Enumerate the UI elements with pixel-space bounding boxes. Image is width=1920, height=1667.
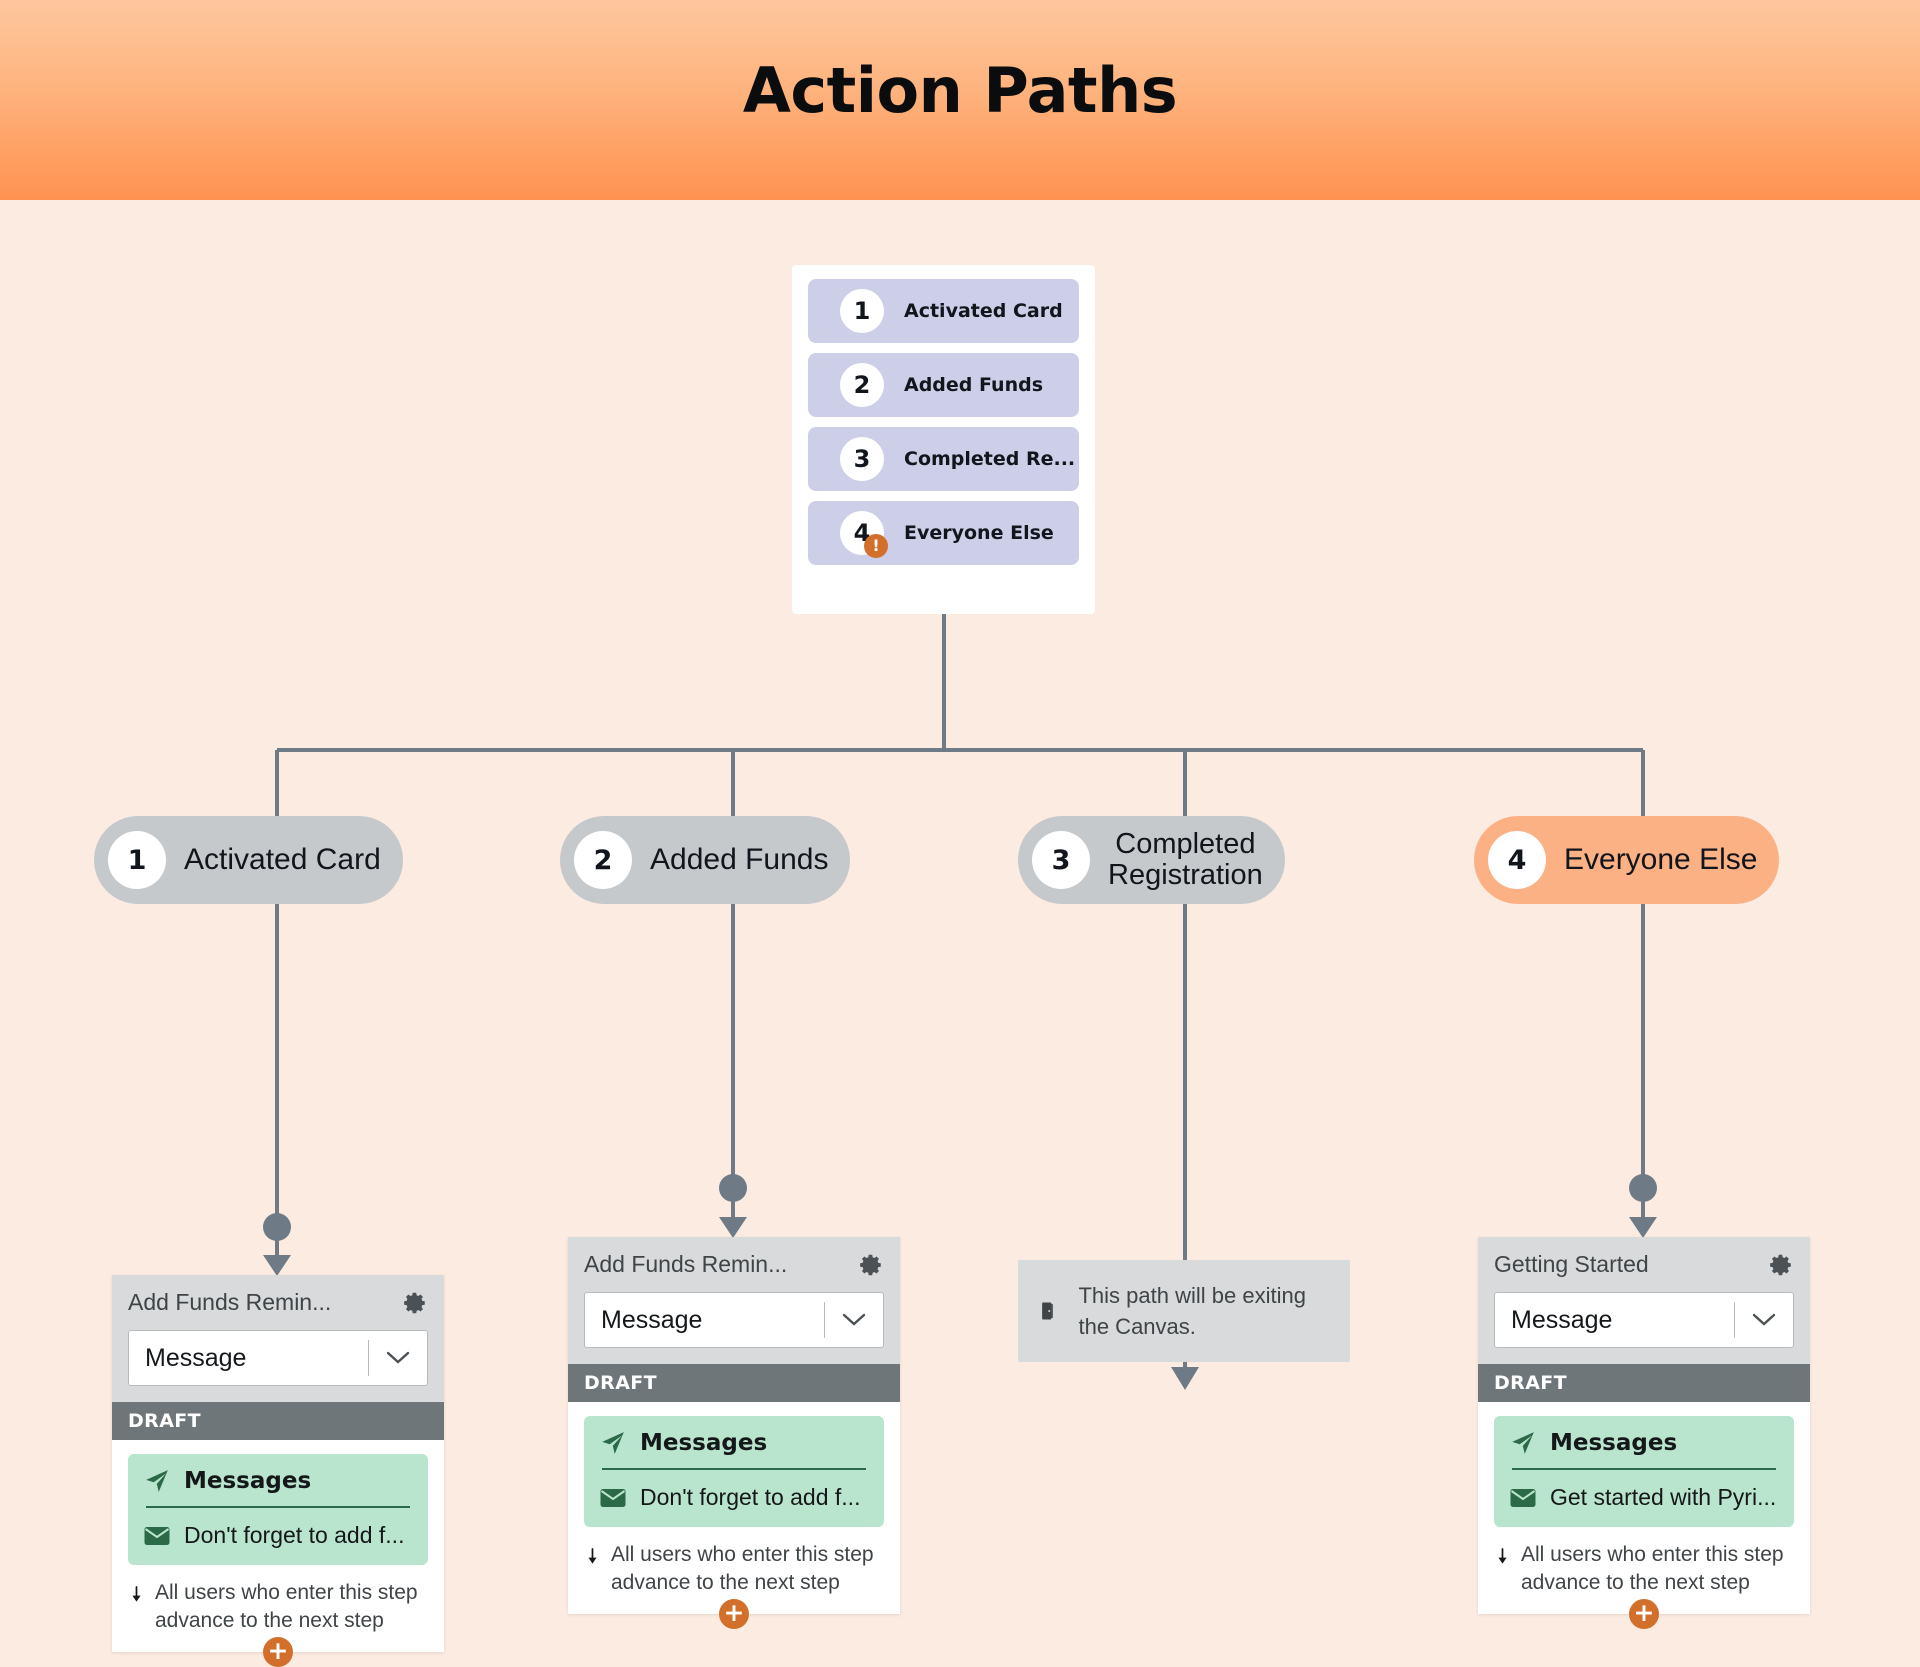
- exit-canvas-note: This path will be exiting the Canvas.: [1018, 1260, 1350, 1363]
- add-step-button[interactable]: +: [719, 1598, 749, 1629]
- chevron-down-icon[interactable]: [386, 1350, 410, 1366]
- branch-label: Everyone Else: [1564, 842, 1758, 876]
- branch-pill-2[interactable]: 2 Added Funds: [560, 816, 851, 904]
- canvas: 1 Activated Card 2 Added Funds 3 Complet…: [0, 200, 1920, 1667]
- splitter-row[interactable]: 3 Completed Re...: [808, 427, 1079, 491]
- splitter-panel: 1 Activated Card 2 Added Funds 3 Complet…: [792, 265, 1095, 614]
- card-header: Add Funds Remin... Message: [568, 1237, 900, 1364]
- chevron-down-icon[interactable]: [842, 1312, 866, 1328]
- channel-label: Messages: [184, 1468, 312, 1494]
- card-title: Getting Started: [1494, 1251, 1649, 1277]
- advance-text: All users who enter this step advance to…: [154, 1581, 418, 1633]
- splitter-row[interactable]: 4 ! Everyone Else: [808, 501, 1079, 565]
- gear-icon[interactable]: [1768, 1252, 1794, 1278]
- splitter-row[interactable]: 1 Activated Card: [808, 279, 1079, 343]
- message-label: Don't forget to add f...: [184, 1522, 405, 1548]
- divider: [602, 1468, 866, 1470]
- advance-rule: All users who enter this step advance to…: [1494, 1527, 1794, 1604]
- chevron-down-icon[interactable]: [1752, 1312, 1776, 1328]
- status-badge: DRAFT: [1478, 1364, 1810, 1402]
- status-badge: DRAFT: [568, 1364, 900, 1402]
- exit-note-text: This path will be exiting the Canvas.: [1078, 1283, 1306, 1340]
- select-divider: [368, 1340, 369, 1376]
- branch-number: 2: [574, 831, 632, 889]
- add-step-button[interactable]: +: [263, 1636, 293, 1667]
- branch-pill-1[interactable]: 1 Activated Card: [94, 816, 403, 904]
- splitter-label: Everyone Else: [904, 522, 1054, 544]
- status-badge: DRAFT: [112, 1402, 444, 1440]
- card-header: Getting Started Message: [1478, 1237, 1810, 1364]
- splitter-label: Activated Card: [904, 300, 1063, 322]
- arrow-down-icon: [588, 1548, 597, 1564]
- card-title: Add Funds Remin...: [584, 1251, 788, 1277]
- paper-plane-icon: [1512, 1432, 1534, 1454]
- card-header: Add Funds Remin... Message: [112, 1275, 444, 1402]
- select-value: Message: [1511, 1305, 1613, 1334]
- gear-icon[interactable]: [858, 1252, 884, 1278]
- branch-number: 1: [108, 831, 166, 889]
- step-card-2[interactable]: Add Funds Remin... Message DRAFT: [568, 1237, 900, 1629]
- card-title: Add Funds Remin...: [128, 1289, 332, 1315]
- splitter-label: Completed Re...: [904, 448, 1076, 470]
- splitter-number: 1: [840, 289, 884, 333]
- splitter-number: 3: [840, 437, 884, 481]
- select-value: Message: [145, 1343, 247, 1372]
- splitter-label: Added Funds: [904, 374, 1044, 396]
- step-card-3[interactable]: Getting Started Message DRAFT: [1478, 1237, 1810, 1629]
- message-block[interactable]: Messages Don't forget to add f...: [584, 1416, 884, 1527]
- splitter-number: 4 !: [840, 511, 888, 558]
- paper-plane-icon: [146, 1470, 168, 1492]
- branch-label: Activated Card: [184, 842, 381, 876]
- splitter-number: 2: [840, 363, 884, 407]
- arrow-down-icon: [1498, 1548, 1507, 1564]
- branch-label: Completed Registration: [1108, 827, 1263, 891]
- branch-pill-3[interactable]: 3 Completed Registration: [1018, 816, 1285, 904]
- advance-text: All users who enter this step advance to…: [1520, 1543, 1784, 1595]
- branch-number: 3: [1032, 831, 1090, 889]
- card-body: Messages Don't forget to add f... All us…: [568, 1402, 900, 1629]
- branch-label: Added Funds: [650, 842, 829, 876]
- paper-plane-icon: [602, 1432, 624, 1454]
- branch-number: 4: [1488, 831, 1546, 889]
- select-divider: [1734, 1302, 1735, 1338]
- step-card-1[interactable]: Add Funds Remin... Message DRAFT: [112, 1275, 444, 1667]
- advance-rule: All users who enter this step advance to…: [584, 1527, 884, 1604]
- envelope-icon: [600, 1488, 626, 1507]
- divider: [1512, 1468, 1776, 1470]
- card-body: Messages Don't forget to add f... All us…: [112, 1440, 444, 1667]
- branch-label-line-2: Registration: [1108, 859, 1263, 891]
- gear-icon[interactable]: [402, 1290, 428, 1316]
- message-type-select[interactable]: Message: [1494, 1292, 1794, 1348]
- message-label: Get started with Pyri...: [1550, 1484, 1777, 1510]
- message-block[interactable]: Messages Don't forget to add f...: [128, 1454, 428, 1565]
- splitter-row[interactable]: 2 Added Funds: [808, 353, 1079, 417]
- envelope-icon: [144, 1526, 170, 1545]
- branch-pill-4[interactable]: 4 Everyone Else: [1474, 816, 1780, 904]
- add-step-button[interactable]: +: [1629, 1598, 1659, 1629]
- message-label: Don't forget to add f...: [640, 1484, 861, 1510]
- select-value: Message: [601, 1305, 703, 1334]
- page-header: Action Paths: [0, 0, 1920, 200]
- channel-label: Messages: [1550, 1430, 1678, 1456]
- card-body: Messages Get started with Pyri... All us…: [1478, 1402, 1810, 1629]
- channel-label: Messages: [640, 1430, 768, 1456]
- message-type-select[interactable]: Message: [584, 1292, 884, 1348]
- door-exit-icon: [1042, 1302, 1053, 1320]
- warning-icon: !: [864, 534, 888, 558]
- advance-text: All users who enter this step advance to…: [610, 1543, 874, 1595]
- envelope-icon: [1510, 1488, 1536, 1507]
- arrow-down-icon: [132, 1586, 141, 1602]
- divider: [146, 1506, 410, 1508]
- message-type-select[interactable]: Message: [128, 1330, 428, 1386]
- message-block[interactable]: Messages Get started with Pyri...: [1494, 1416, 1794, 1527]
- select-divider: [824, 1302, 825, 1338]
- page-title: Action Paths: [742, 54, 1178, 127]
- branch-label-line-1: Completed: [1115, 827, 1256, 860]
- advance-rule: All users who enter this step advance to…: [128, 1565, 428, 1642]
